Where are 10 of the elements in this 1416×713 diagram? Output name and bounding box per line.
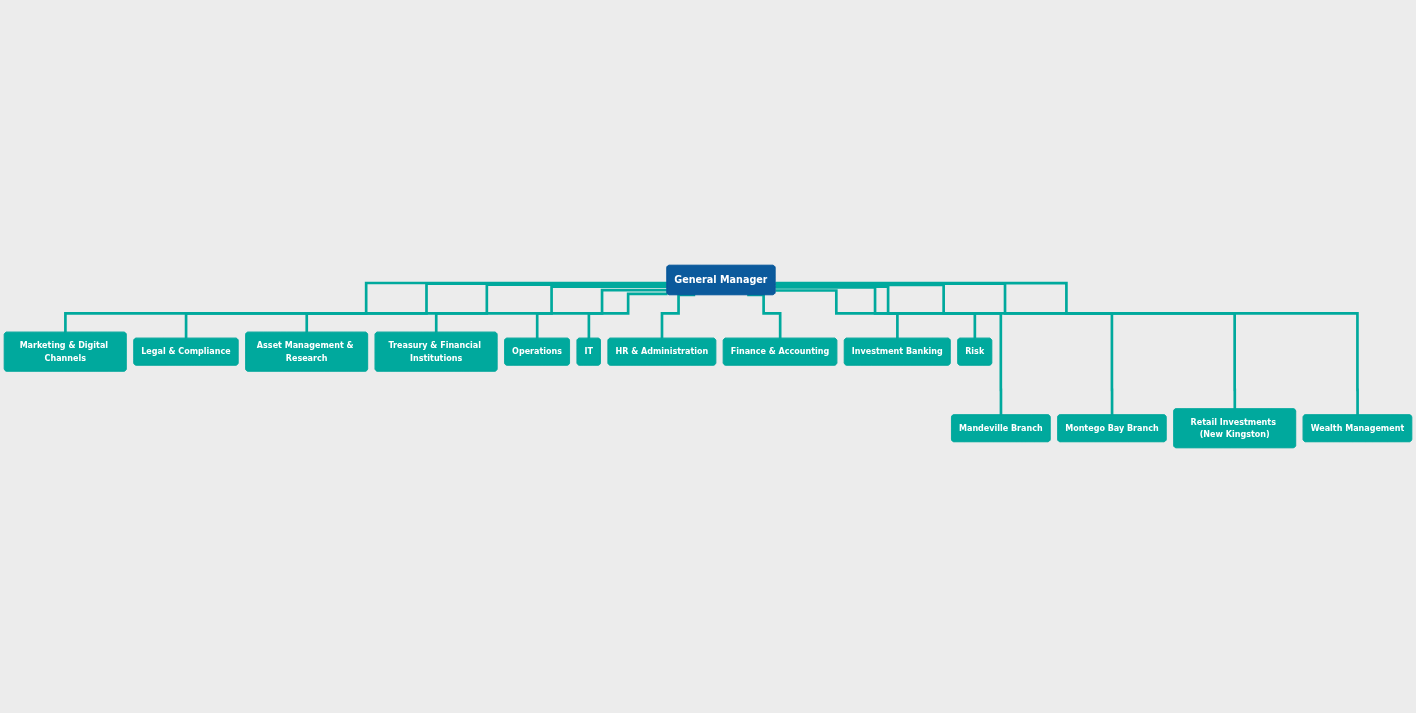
connector <box>305 283 668 334</box>
connector <box>434 285 668 334</box>
connector <box>775 289 899 340</box>
connector <box>747 293 782 340</box>
connector <box>184 282 668 340</box>
connector <box>660 293 696 340</box>
connector <box>535 288 668 340</box>
connector <box>64 281 668 334</box>
connector <box>775 286 977 340</box>
connector <box>587 292 668 340</box>
